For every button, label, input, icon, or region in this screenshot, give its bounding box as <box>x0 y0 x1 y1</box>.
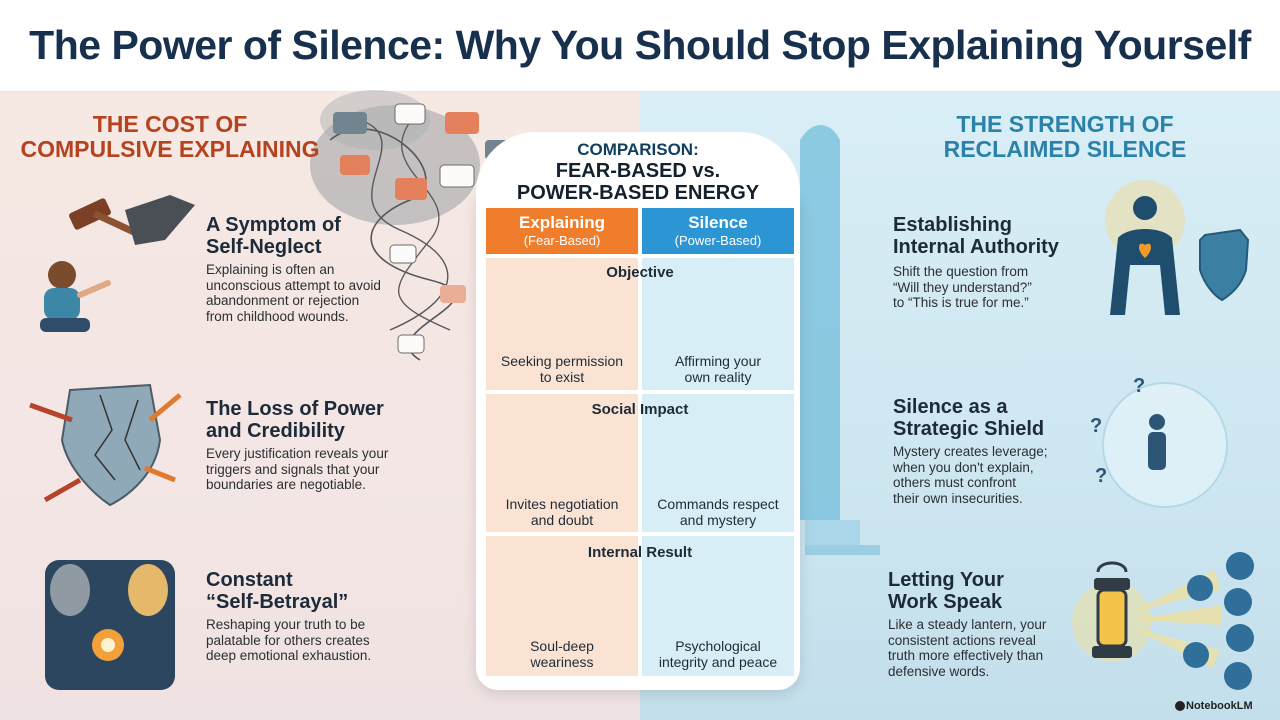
objective-right-cell <box>642 258 794 390</box>
masks-figure-icon <box>45 560 175 690</box>
glowing-figure-icon <box>1105 180 1185 315</box>
notebooklm-logo-icon <box>1175 701 1185 711</box>
user-badge-icon <box>1187 575 1213 601</box>
list-icon <box>1183 642 1209 668</box>
comparison-title-line2: POWER-BASED ENERGY <box>516 182 760 204</box>
internal-result-left-cell <box>486 536 638 676</box>
title-bar: The Power of Silence: Why You Should Sto… <box>0 0 1280 92</box>
svg-text:?: ? <box>1133 375 1145 397</box>
silence-column-header: Silence (Power-Based) <box>642 208 794 254</box>
row-label-objective: Objective <box>606 264 674 281</box>
cracked-shield-icon <box>29 383 182 507</box>
page-title: The Power of Silence: Why You Should Sto… <box>29 22 1251 68</box>
growth-chart-icon <box>1226 624 1254 652</box>
social-impact-left-cell <box>486 394 638 532</box>
internal-authority-desc: Shift the question from“Will they unders… <box>893 264 1032 310</box>
thumbs-up-icon <box>1226 552 1254 580</box>
left-section-heading: THE COST OF COMPULSIVE EXPLAINING <box>20 111 320 162</box>
heart-icon <box>1224 662 1252 690</box>
checkmark-icon <box>1224 588 1252 616</box>
comparison-title-line1: FEAR-BASED vs. <box>555 160 721 182</box>
social-impact-right-cell <box>642 394 794 532</box>
gavel-icon <box>69 195 195 245</box>
strategic-shield-desc: Mystery creates leverage;when you don't … <box>893 444 1048 506</box>
internal-result-right-cell <box>642 536 794 676</box>
svg-text:?: ? <box>1095 465 1107 487</box>
light-pillar-icon <box>800 125 880 555</box>
self-betrayal-title: Constant“Self-Betrayal” <box>206 569 349 613</box>
shield-icon <box>1199 228 1250 302</box>
protective-bubble-icon: ? ? ? <box>1090 375 1228 508</box>
row-label-social-impact: Social Impact <box>591 401 689 418</box>
svg-text:?: ? <box>1090 415 1102 437</box>
explaining-column-header: Explaining (Fear-Based) <box>486 208 638 254</box>
comparison-subtitle: COMPARISON: <box>577 140 699 159</box>
comparison-card-header: COMPARISON: FEAR-BASED vs. POWER-BASED E… <box>476 132 800 212</box>
brand-label: NotebookLM <box>1186 700 1253 712</box>
sad-child-icon <box>40 261 111 332</box>
right-section-heading: THE STRENGTH OF RECLAIMED SILENCE <box>943 111 1187 162</box>
tangled-thoughts-icon <box>310 90 513 361</box>
objective-left-cell <box>486 258 638 390</box>
row-label-internal-result: Internal Result <box>587 544 693 561</box>
lantern-icon <box>1072 561 1152 662</box>
